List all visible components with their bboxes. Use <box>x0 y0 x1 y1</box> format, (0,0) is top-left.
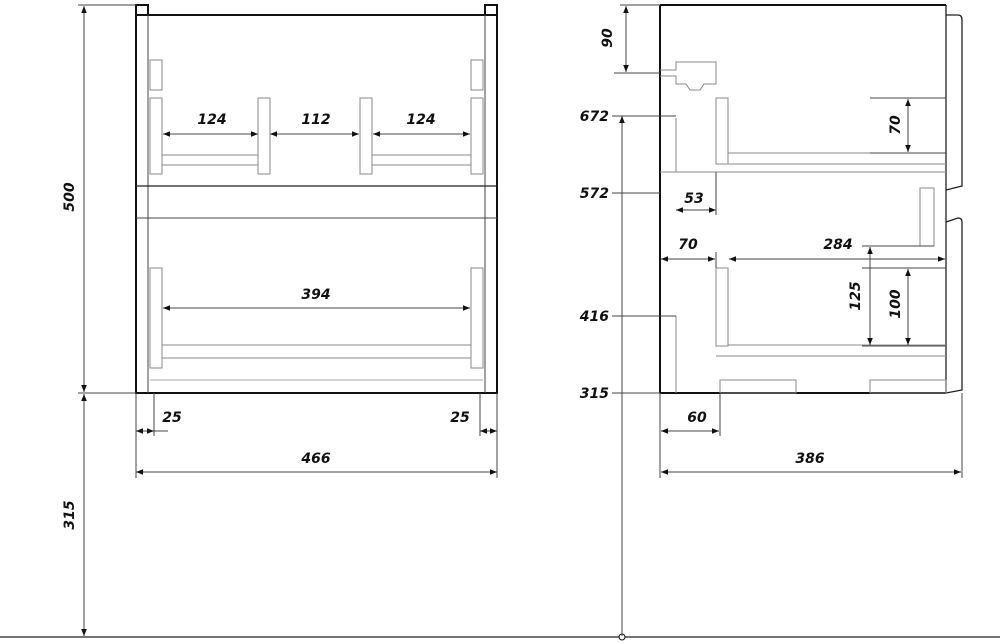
side-upper-front <box>945 14 963 191</box>
level-315: 315 <box>580 386 609 402</box>
side-view: 90 672 572 416 315 70 53 70 284 125 100 <box>579 4 963 636</box>
dim-bottom-compartment: 394 <box>301 287 330 303</box>
front-cabinet-outline <box>135 14 498 394</box>
dim-lower-offset: 70 <box>678 237 698 253</box>
side-lower-front <box>945 217 963 394</box>
dim-right-offset: 25 <box>450 410 470 426</box>
dim-upper-offset: 53 <box>684 191 703 207</box>
dim-overall-height: 500 <box>62 182 78 211</box>
dim-lower-inner-height: 100 <box>888 289 904 318</box>
front-right-post <box>484 4 498 16</box>
dim-overall-width: 466 <box>300 451 330 467</box>
dim-top-gap: 112 <box>301 112 330 128</box>
dim-left-offset: 25 <box>162 410 182 426</box>
dim-lower-outer-height: 125 <box>848 281 864 310</box>
dim-overall-depth: 386 <box>795 451 824 467</box>
level-572: 572 <box>580 186 609 202</box>
wall-bracket <box>660 61 717 91</box>
dim-top-right-compartment: 124 <box>406 112 435 128</box>
front-left-post <box>135 4 149 16</box>
dim-top-left-compartment: 124 <box>197 112 226 128</box>
level-416: 416 <box>579 309 609 325</box>
dim-floor-clearance: 315 <box>62 500 78 529</box>
dim-top-height: 90 <box>600 28 616 48</box>
front-view: 124 112 124 394 25 25 466 500 315 <box>62 4 498 636</box>
dim-lower-width: 284 <box>823 237 852 253</box>
dim-upper-drawer-height: 70 <box>888 115 904 135</box>
level-672: 672 <box>580 109 609 125</box>
dim-base-offset: 60 <box>687 410 707 426</box>
